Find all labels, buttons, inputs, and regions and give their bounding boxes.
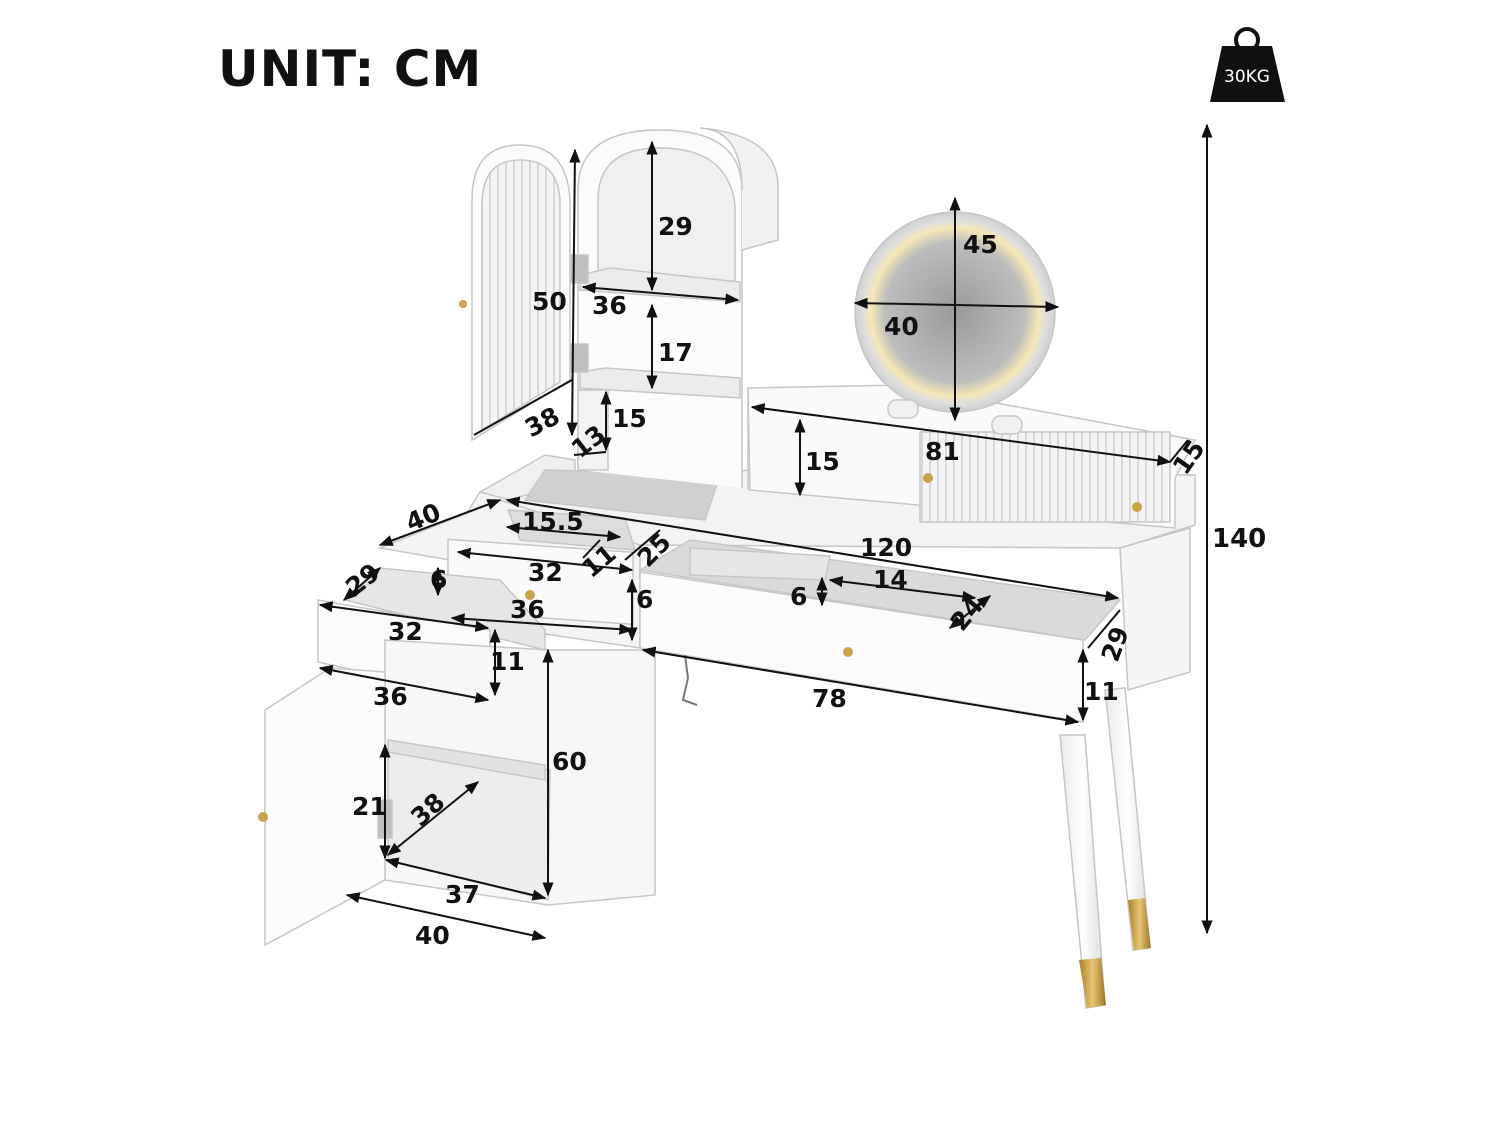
dim-arch-shelf: 36	[592, 291, 627, 320]
dim-main-front: 78	[812, 684, 847, 713]
dim-cabinet-h: 60	[552, 747, 587, 776]
dim-desk-w: 120	[860, 533, 912, 562]
dim-mirror-w: 40	[884, 312, 919, 341]
dim-left-top-w: 15.5	[522, 507, 584, 536]
dim-cabinet-shelf: 21	[352, 792, 387, 821]
dim-cabinet-inner-w: 37	[445, 880, 480, 909]
dim-arch-top: 29	[658, 212, 693, 241]
door-knob	[258, 812, 268, 822]
dim-lower-drawer-h: 11	[490, 647, 525, 676]
hutch-knob	[1132, 502, 1142, 512]
vanity-furniture	[258, 127, 1197, 1009]
dim-arch-door-width: 38	[520, 401, 564, 443]
dim-hutch-h: 15	[805, 447, 840, 476]
dim-lower-drawer-front: 36	[373, 682, 408, 711]
dim-height-total: 140	[1212, 524, 1266, 554]
dim-main-h: 11	[1084, 677, 1119, 706]
dim-upper-drawer-h: 6	[636, 585, 653, 614]
dim-arch-door-height: 50	[532, 287, 567, 316]
drawer-knob	[843, 647, 853, 657]
dimension-lines	[318, 123, 1213, 941]
unit-label: UNIT: CM	[218, 40, 483, 98]
dim-upper-drawer-w: 32	[528, 558, 563, 587]
dim-lower-drawer-w: 32	[388, 617, 423, 646]
hutch-knob	[923, 473, 933, 483]
weight-label: 30KG	[1224, 67, 1270, 87]
dim-arch-mid: 17	[658, 338, 693, 367]
weight-icon: 30KG	[1210, 27, 1285, 102]
dim-hutch-w: 81	[925, 437, 960, 466]
dim-upper-drawer-front: 36	[510, 595, 545, 624]
dim-cabinet-outer-w: 40	[415, 921, 450, 950]
dim-mirror-h: 45	[963, 230, 998, 259]
dim-main-inner-h: 6	[790, 582, 807, 611]
dim-upper-drawer-inner-h: 6	[430, 565, 447, 594]
dim-main-comp-w: 14	[873, 565, 908, 594]
dim-arch-base-h: 15	[612, 404, 647, 433]
door-knob	[459, 300, 467, 308]
